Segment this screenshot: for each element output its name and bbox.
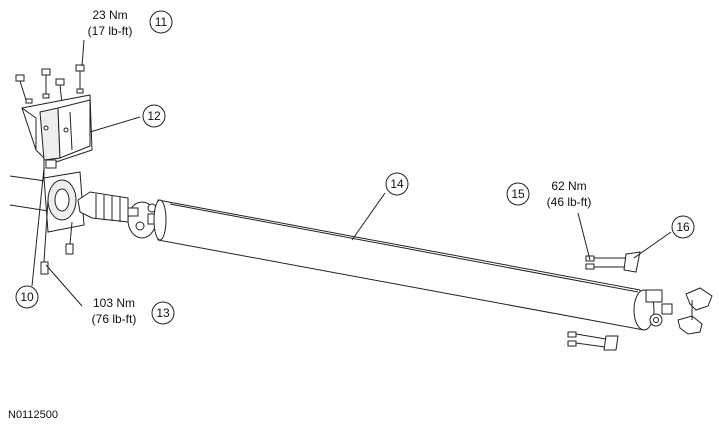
callout-number-15: 15 [511, 187, 525, 201]
callout-number-14: 14 [390, 177, 404, 191]
torque-lbft-11: (17 lb-ft) [88, 24, 133, 38]
callout-circle-15 [506, 182, 530, 206]
rear-lower-bolts [567, 331, 619, 351]
callout-11: 23 Nm (17 lb-ft) 11 [88, 8, 173, 38]
callout-number-10: 10 [20, 290, 34, 304]
center-bearing-bracket [21, 94, 93, 163]
callout-10: 10 [15, 285, 39, 309]
callout-16: 16 [671, 215, 695, 239]
torque-lbft-15: (46 lb-ft) [547, 195, 592, 209]
callout-14: 14 [385, 172, 409, 196]
rear-u-joint [633, 289, 673, 331]
slip-yoke [77, 191, 129, 223]
callout-circle-12 [142, 104, 166, 128]
callout-number-12: 12 [147, 109, 161, 123]
pinion-flange [677, 287, 713, 335]
leader-lines [31, 39, 672, 307]
callout-number-16: 16 [676, 220, 690, 234]
torque-nm-11: 23 Nm [92, 8, 127, 22]
callout-15: 15 62 Nm (46 lb-ft) [506, 179, 592, 209]
torque-nm-15: 62 Nm [551, 179, 586, 193]
callout-circle-14 [385, 172, 409, 196]
callout-12: 12 [142, 104, 166, 128]
center-bearing-bolts [40, 199, 74, 275]
callout-number-11: 11 [155, 15, 168, 29]
center-support-bearing [43, 159, 85, 233]
callout-circle-13 [151, 301, 175, 325]
figure-id: N0112500 [8, 409, 58, 421]
torque-lbft-13: (76 lb-ft) [92, 312, 137, 326]
rear-upper-bolts [585, 251, 641, 273]
callout-circle-11 [149, 10, 173, 34]
callout-circle-16 [671, 215, 695, 239]
torque-nm-13: 103 Nm [93, 296, 135, 310]
callout-number-13: 13 [156, 306, 170, 320]
driveshaft-tube [153, 199, 645, 331]
callout-circle-10 [15, 285, 39, 309]
callout-13: 103 Nm (76 lb-ft) 13 [92, 296, 175, 326]
